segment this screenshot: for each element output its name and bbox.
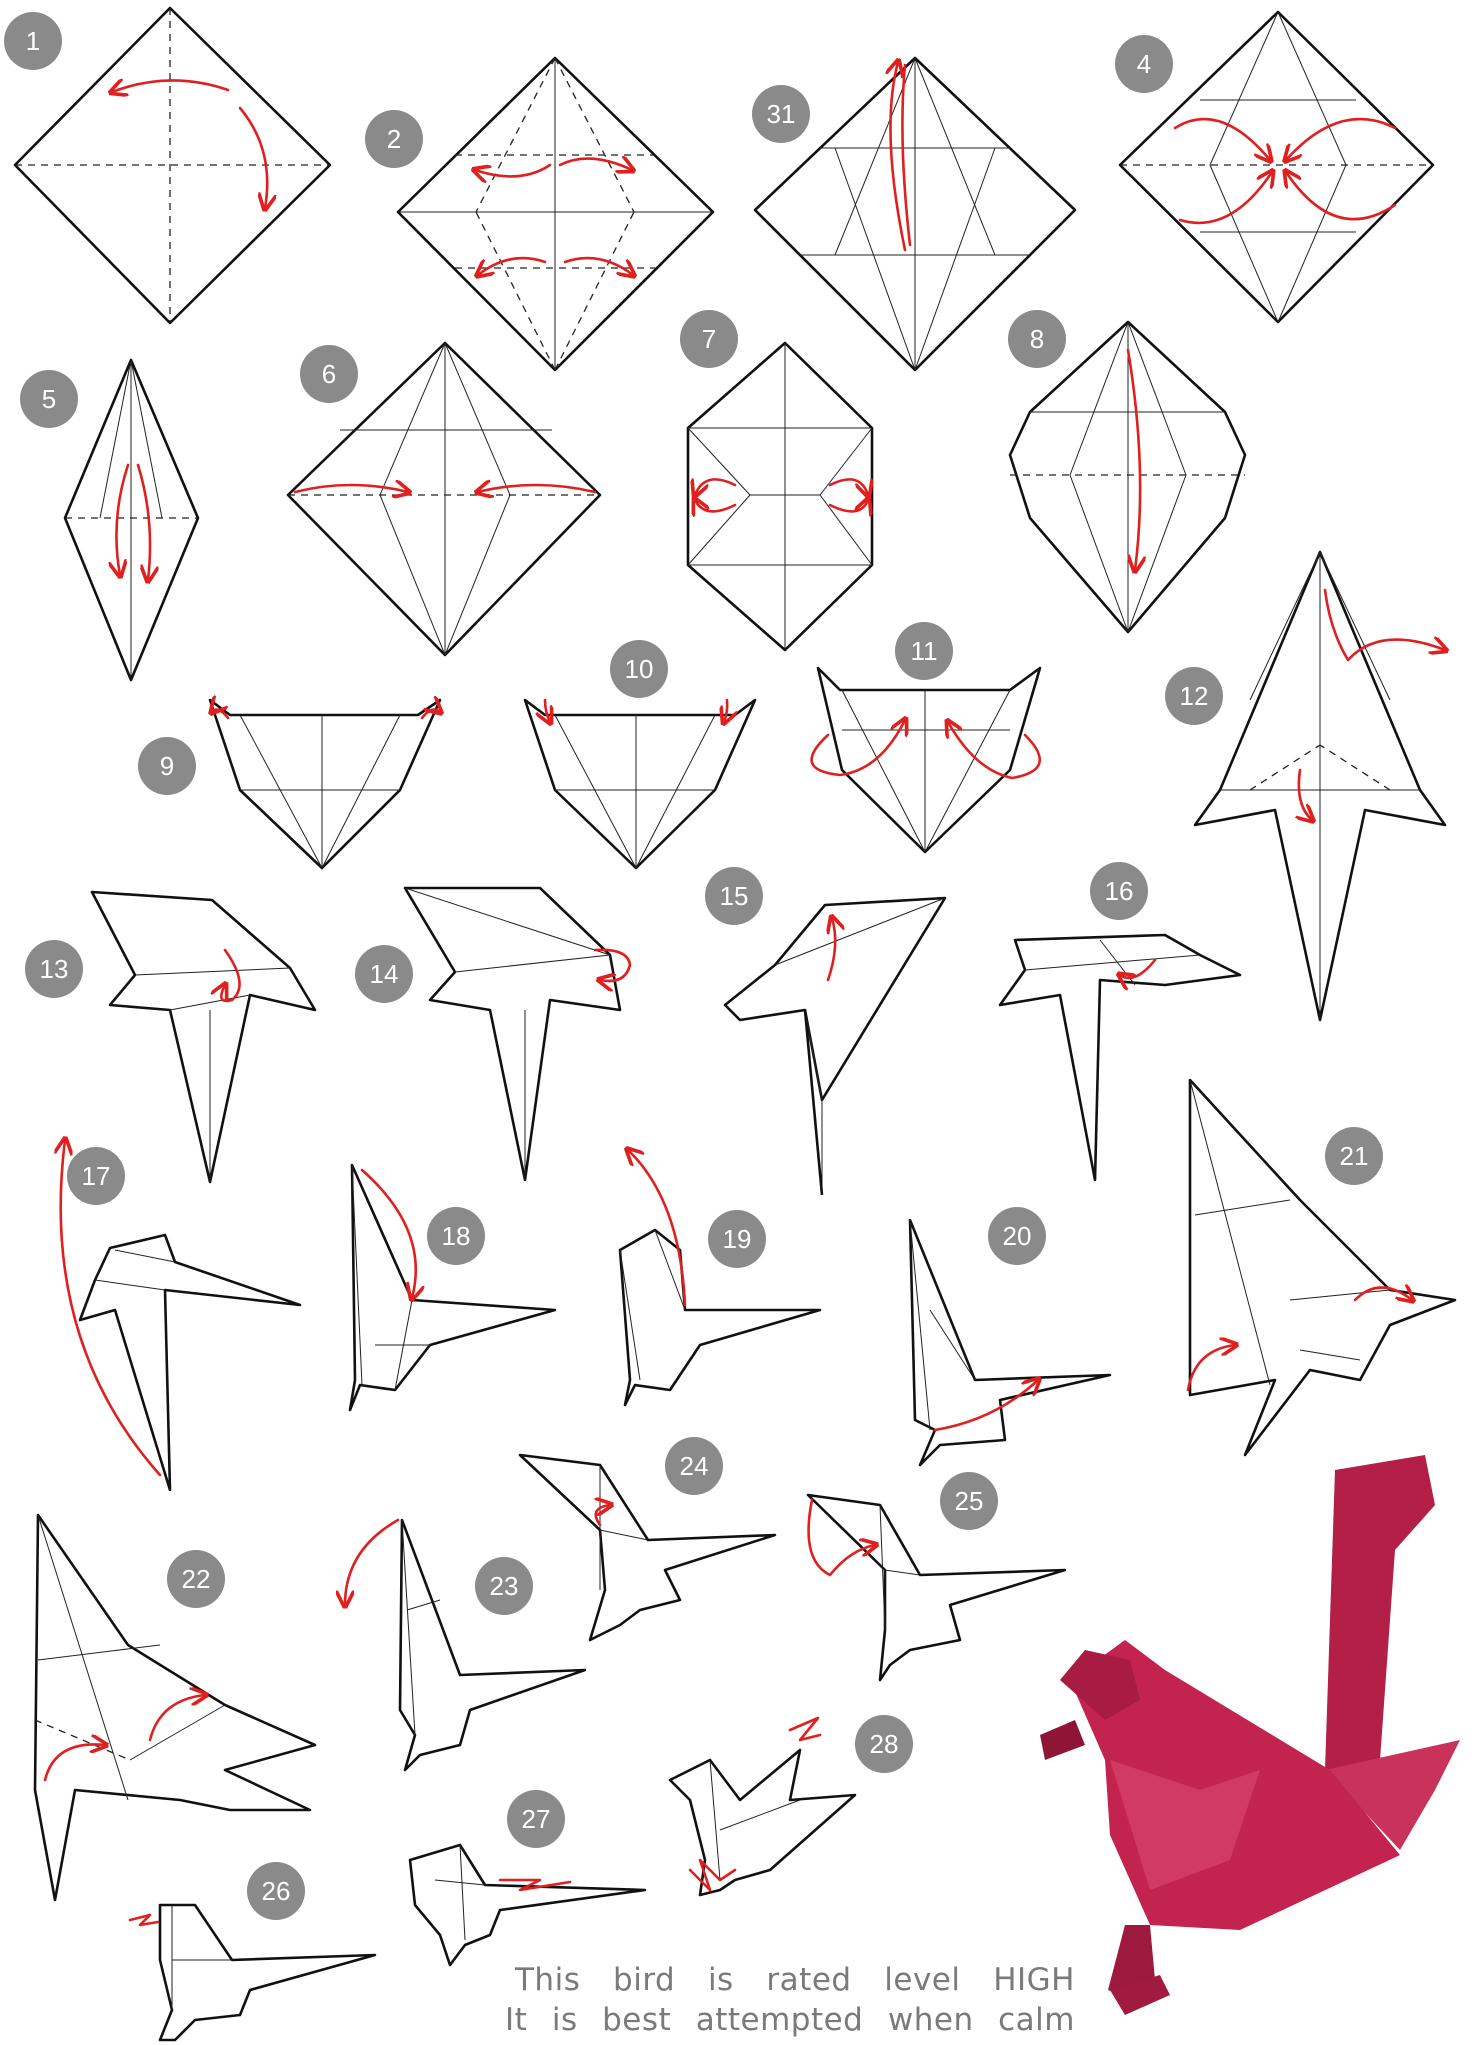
step-25-diagram	[808, 1495, 1065, 1680]
step-badge: 28	[855, 1715, 913, 1773]
step-27-diagram	[410, 1845, 645, 1965]
step-8-diagram	[1010, 322, 1245, 632]
step-badge: 12	[1165, 667, 1223, 725]
step-19-diagram	[620, 1150, 820, 1405]
step-5-diagram	[65, 360, 198, 680]
step-7-diagram	[688, 343, 872, 650]
step-28-diagram	[670, 1718, 855, 1895]
step-badge: 9	[138, 737, 196, 795]
step-badge: 6	[300, 345, 358, 403]
step-badge: 1	[4, 12, 62, 70]
step-12-diagram	[1195, 552, 1445, 1020]
step-24-diagram	[520, 1455, 775, 1640]
step-badge: 13	[25, 940, 83, 998]
step-1-diagram	[15, 8, 330, 323]
step-badge: 19	[708, 1210, 766, 1268]
step-11-diagram	[812, 668, 1040, 852]
step-18-diagram	[350, 1165, 555, 1410]
step-badge: 15	[705, 867, 763, 925]
step-14-diagram	[405, 888, 630, 1180]
step-badge: 18	[427, 1207, 485, 1265]
step-badge: 14	[355, 945, 413, 1003]
step-badge: 27	[507, 1790, 565, 1848]
step-badge: 24	[665, 1437, 723, 1495]
step-badge: 7	[680, 310, 738, 368]
step-badge: 20	[988, 1207, 1046, 1265]
difficulty-caption-line-2: It is best attempted when calm	[505, 2000, 1075, 2040]
step-badge: 26	[247, 1862, 305, 1920]
finished-model-photo	[1000, 1400, 1474, 2045]
step-badge: 4	[1115, 35, 1173, 93]
step-badge: 11	[895, 622, 953, 680]
step-badge: 25	[940, 1472, 998, 1530]
step-badge: 31	[752, 85, 810, 143]
step-badge: 8	[1008, 310, 1066, 368]
step-2-diagram	[398, 58, 713, 370]
step-badge: 17	[67, 1147, 125, 1205]
step-badge: 23	[475, 1557, 533, 1615]
step-21-diagram	[1188, 1080, 1455, 1455]
step-10-diagram	[525, 700, 755, 868]
step-badge: 16	[1090, 862, 1148, 920]
step-badge: 21	[1325, 1127, 1383, 1185]
step-badge: 10	[610, 640, 668, 698]
step-26-diagram	[130, 1905, 375, 2040]
difficulty-caption-line-1: This bird is rated level HIGH	[515, 1960, 1075, 2000]
step-23-diagram	[345, 1520, 585, 1770]
step-13-diagram	[92, 892, 315, 1182]
step-badge: 22	[167, 1550, 225, 1608]
step-badge: 5	[20, 370, 78, 428]
step-9-diagram	[210, 700, 440, 868]
step-15-diagram	[725, 898, 945, 1195]
step-badge: 2	[365, 110, 423, 168]
